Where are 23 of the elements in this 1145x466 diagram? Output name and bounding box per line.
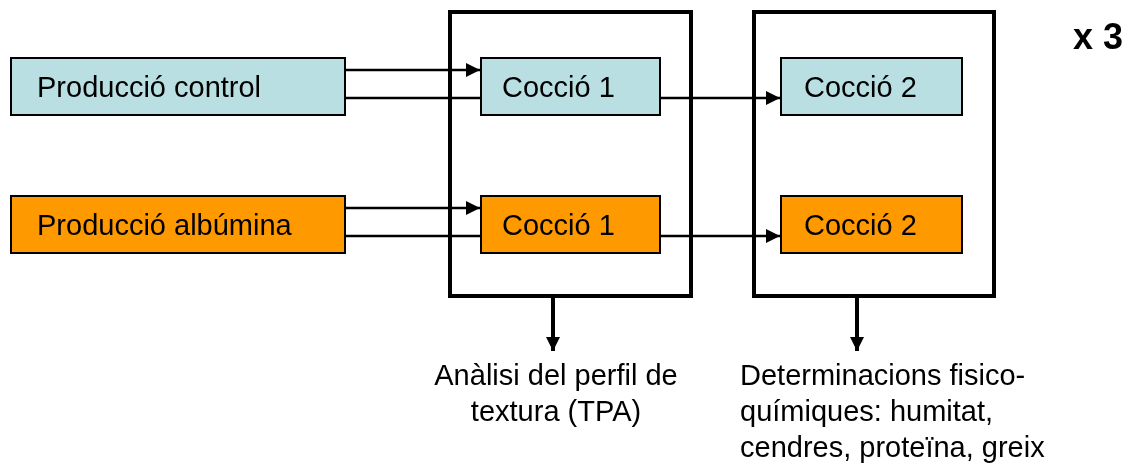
arrow [850,298,864,351]
arrow [661,91,780,105]
node-text: Cocció 2 [804,207,917,243]
group-frame [752,10,996,298]
node-text: Determinacions fisico-químiques: humitat, cendres, proteïna, greix [740,358,1046,465]
process-box [480,57,661,116]
node-text: Producció albúmina [37,207,292,243]
node-text: Producció control [37,69,262,105]
process-box [480,195,661,254]
repeat-label: x 3 [1073,16,1124,58]
arrow [346,63,480,77]
node-text: Cocció 2 [804,69,917,105]
node-text: Cocció 1 [502,69,615,105]
process-box [10,195,346,254]
process-box [10,57,346,116]
node-text: Anàlisi del perfil de textura (TPA) [433,358,679,429]
process-box [780,195,963,254]
group-frame [448,10,693,298]
arrow [546,298,560,351]
arrow [661,229,780,243]
node-text: Cocció 1 [502,207,615,243]
process-box [780,57,963,116]
arrow [346,201,480,215]
